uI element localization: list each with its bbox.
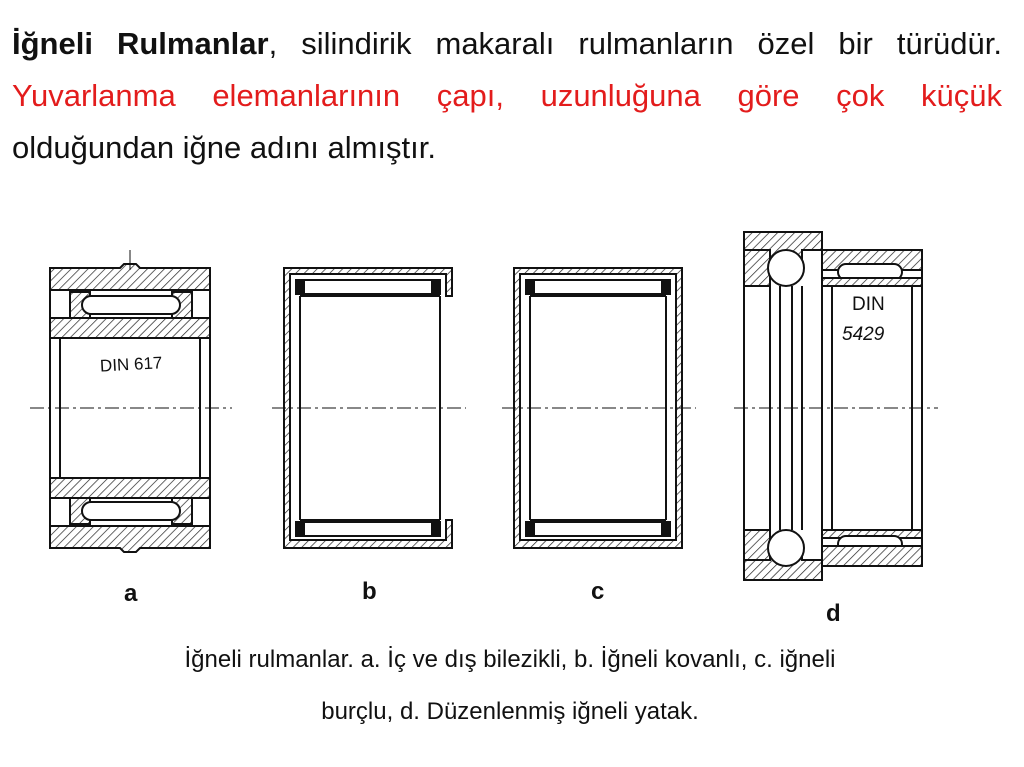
bearing-d [734,231,938,581]
inner-ring-top [49,317,211,339]
bearing-c [502,267,696,549]
inner-ring-bottom [49,477,211,499]
bearing-a [30,250,232,553]
outer-ring-bottom [49,525,211,553]
bearing-d-din-line1: DIN [852,294,885,315]
intro-bold-lead: İğneli Rulmanlar [12,26,269,61]
bearing-a-din-label: DIN 617 [100,353,163,375]
needle-roller-bottom [533,521,663,537]
intro-paragraph: İğneli Rulmanlar, silindirik makaralı ru… [12,18,1002,174]
intro-text-2: olduğundan iğne adını almıştır. [12,130,436,165]
figure-caption-line-2: burçlu, d. Düzenlenmiş iğneli yatak. [321,698,699,725]
needle-roller-top [81,295,181,315]
figure-caption-line-1: İğneli rulmanlar. a. İç ve dış bilezikli… [184,646,836,673]
bearing-d-din-line2: 5429 [842,324,885,345]
ball-top [767,249,805,287]
label-c: c [591,578,605,605]
needle-roller-bottom [303,521,433,537]
needle-roller-top [533,279,663,295]
ball-bottom [767,529,805,567]
label-d: d [826,600,841,627]
outer-ring-top [49,263,211,291]
label-a: a [124,580,138,607]
needle-roller-bottom [81,501,181,521]
drawn-cup-shell [283,267,453,549]
drawn-cup-shell [513,267,683,549]
intro-highlight: Yuvarlanma elemanlarının çapı, uzunluğun… [12,78,1002,113]
intro-text-1: , silindirik makaralı rulmanların özel b… [268,26,1002,61]
label-b: b [362,578,377,605]
needle-roller-top [303,279,433,295]
bearing-b [272,267,466,549]
